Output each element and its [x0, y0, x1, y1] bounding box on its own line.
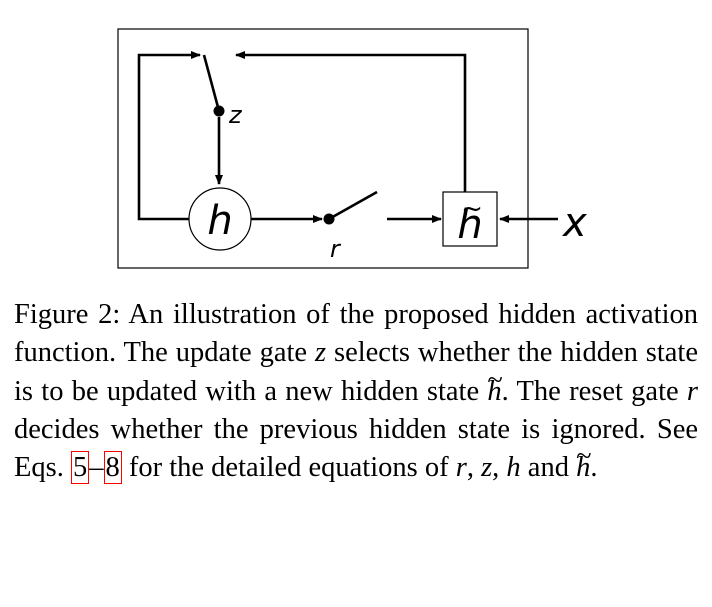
caption-text: . The reset gate	[501, 375, 687, 407]
equation-ref-start[interactable]: 5	[71, 451, 90, 485]
diagram-frame	[117, 28, 529, 269]
candidate-state-symbol: h~	[576, 441, 592, 484]
reset-gate-switch	[328, 190, 378, 221]
caption-text: and	[520, 452, 577, 484]
update-gate-symbol: z	[314, 337, 327, 369]
candidate-state-label: h	[457, 202, 482, 248]
reset-gate-symbol: r	[686, 375, 699, 407]
caption-text: .	[590, 452, 598, 484]
update-gate-label: z	[228, 101, 243, 129]
reset-gate-label: r	[330, 235, 342, 263]
caption-text: selects whether the hidden state is to b…	[14, 337, 698, 407]
caption-text: ,	[492, 452, 507, 484]
equation-ref-end[interactable]: 8	[103, 451, 122, 485]
hidden-state-symbol: h	[506, 452, 521, 484]
update-gate-pivot	[213, 105, 225, 117]
caption-text: ,	[466, 452, 482, 484]
caption-text: An illustration of the proposed hidden a…	[14, 299, 699, 369]
candidate-state-node	[442, 191, 498, 247]
hidden-state-label: h	[207, 198, 232, 244]
update-gate-symbol: z	[481, 452, 493, 484]
ref-dash: –	[89, 452, 104, 484]
update-gate-switch	[202, 54, 221, 112]
caption-text: decides whether the previous hidden stat…	[14, 413, 698, 484]
loop-wire	[137, 51, 201, 221]
candidate-wire	[235, 51, 467, 192]
input-label: x	[561, 200, 587, 246]
gru-diagram: z h r h ~ x	[117, 28, 587, 269]
figure-caption: Figure 2: An illustration of the propose…	[14, 296, 698, 487]
caption-text: for the detailed equations of	[121, 452, 456, 484]
reset-gate-symbol: r	[455, 452, 467, 484]
figure-label: Figure 2:	[14, 299, 121, 330]
candidate-state-symbol: h~	[487, 364, 503, 407]
candidate-state-tilde: ~	[461, 194, 483, 224]
